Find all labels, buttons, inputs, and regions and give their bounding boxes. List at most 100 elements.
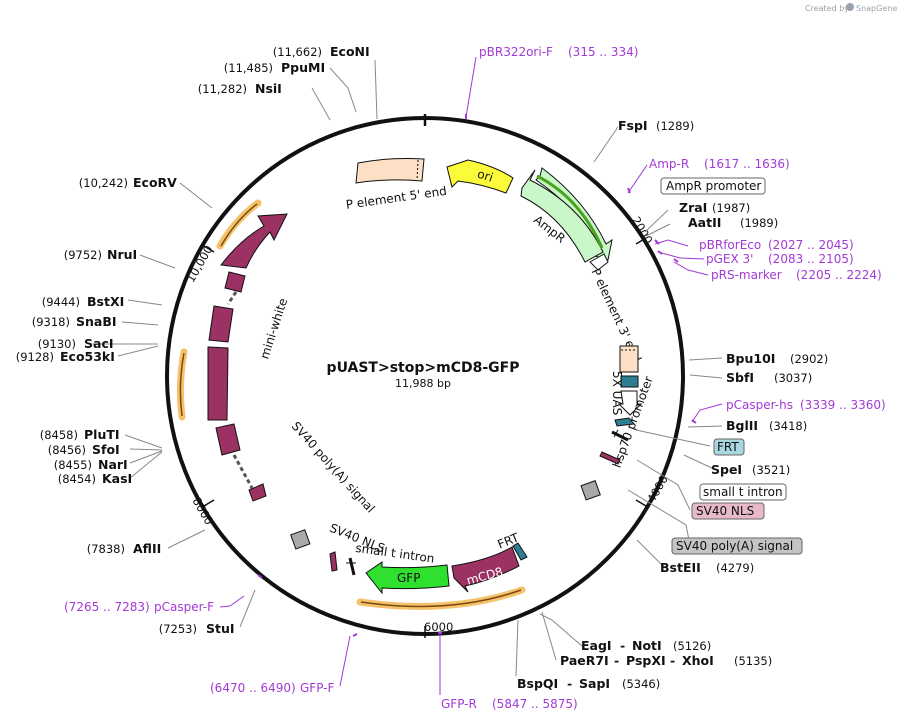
primer-pcasper-hs-range: (3339 .. 3360) — [800, 398, 886, 412]
site-aatii-name[interactable]: AatII — [688, 215, 721, 230]
site-sbfi-name[interactable]: SbfI — [726, 370, 754, 385]
site-kasi-name[interactable]: KasI — [102, 471, 132, 486]
tick-4000 — [635, 499, 647, 507]
ori-feature[interactable] — [446, 159, 514, 194]
primer-marks — [257, 114, 697, 637]
sv40-polya-feature-upper[interactable] — [580, 480, 601, 501]
p5-dash — [416, 159, 419, 181]
small-t-intron-label: small t intron — [355, 541, 436, 566]
site-eco53ki-pos: (9128) — [16, 350, 54, 364]
site-sapi-name[interactable]: SapI — [579, 676, 610, 691]
site-ppumi-pos: (11,485) — [224, 61, 273, 75]
hsp70-promoter-feature[interactable] — [617, 390, 643, 416]
primer-prs-marker-range: (2205 .. 2224) — [796, 268, 882, 282]
site-ecorv-pos: (10,242) — [79, 176, 128, 190]
site-aflii-name[interactable]: AflII — [133, 541, 161, 556]
site-noti-name[interactable]: NotI — [632, 638, 662, 653]
site-nrui-name[interactable]: NruI — [107, 247, 137, 262]
primer-pgex3-name[interactable]: pGEX 3' — [706, 252, 753, 266]
svg-text:FRT: FRT — [717, 440, 739, 454]
uas-feature[interactable] — [620, 375, 639, 388]
site-snabi-pos: (9318) — [32, 315, 70, 329]
site-bstxi-name[interactable]: BstXI — [87, 294, 124, 309]
site-stui-name[interactable]: StuI — [206, 621, 235, 636]
site-bpu10i-name[interactable]: Bpu10I — [726, 351, 775, 366]
tick-label-8000: 8000 — [189, 495, 216, 527]
site-zrai-pos: (1987) — [712, 201, 750, 215]
sv40-polya-feature-gray[interactable] — [290, 529, 311, 550]
gfp-feature[interactable] — [365, 561, 450, 595]
small-t-intron-feature-lower[interactable] — [346, 557, 356, 576]
primer-gfp-f-range: (6470 .. 6490) — [210, 681, 296, 695]
sv40-polya-feature-lower[interactable] — [248, 483, 267, 502]
tick-label-6000: 6000 — [424, 620, 453, 634]
primer-pbr322ori-f-name[interactable]: pBR322ori-F — [479, 45, 553, 59]
ampr-promoter-box[interactable]: AmpR promoter — [660, 177, 766, 195]
site-stui-pos: (7253) — [159, 622, 197, 636]
p-element-5-end-feature[interactable] — [355, 158, 425, 184]
small-t-intron-box[interactable]: small t intron — [699, 483, 787, 501]
site-fspi-pos: (1289) — [656, 119, 694, 133]
site-pluti-name[interactable]: PluTI — [84, 427, 120, 442]
site-sapi-pos: (5346) — [622, 677, 660, 691]
sv40-polya-box[interactable]: SV40 poly(A) signal — [671, 537, 803, 555]
site-ecorv-name[interactable]: EcoRV — [133, 175, 177, 190]
primer-gfp-f-name[interactable]: GFP-F — [300, 681, 335, 695]
plasmid-size: 11,988 bp — [395, 377, 451, 390]
site-paer7i-name[interactable]: PaeR7I — [560, 653, 609, 668]
site-saci-name[interactable]: SacI — [84, 336, 114, 351]
snapgene-brand: SnapGene — [856, 4, 897, 13]
site-econi-pos: (11,662) — [273, 45, 322, 59]
primer-amp-r-name[interactable]: Amp-R — [649, 157, 689, 171]
sv40-nls-box[interactable]: SV40 NLS — [691, 502, 765, 520]
site-fspi-name[interactable]: FspI — [618, 118, 648, 133]
primer-pbrforeco-name[interactable]: pBRforEco — [699, 238, 761, 252]
p-element-3-end-feature[interactable] — [619, 345, 639, 373]
site-bstxi-pos: (9444) — [42, 295, 80, 309]
gfp-label: GFP — [397, 571, 420, 585]
sv40-polya-label: SV40 poly(A) signal — [289, 419, 378, 515]
orf-line-upper — [220, 203, 258, 247]
site-bspqi-name[interactable]: BspQI — [517, 676, 558, 691]
site-ppumi-name[interactable]: PpuMI — [281, 60, 325, 75]
site-pspxi-sep: - — [670, 653, 675, 668]
primer-pcasper-f-range: (7265 .. 7283) — [64, 600, 150, 614]
site-spei-pos: (3521) — [752, 463, 790, 477]
site-spei-name[interactable]: SpeI — [711, 462, 742, 477]
primer-pcasper-hs-name[interactable]: pCasper-hs — [726, 398, 793, 412]
ampr-orf-line — [536, 174, 604, 249]
frt-feature-upper[interactable] — [614, 417, 635, 427]
site-nsii-name[interactable]: NsiI — [255, 81, 282, 96]
primer-pcasper-f-name[interactable]: pCasper-F — [154, 600, 214, 614]
site-bglii-name[interactable]: BglII — [726, 418, 758, 433]
frt-box[interactable]: FRT — [713, 438, 745, 456]
site-bsteii-pos: (4279) — [716, 561, 754, 575]
site-zrai-name[interactable]: ZraI — [679, 200, 707, 215]
site-aatii-pos: (1989) — [740, 216, 778, 230]
primer-gfp-r-name[interactable]: GFP-R — [441, 697, 477, 711]
mini-white-feature[interactable] — [220, 213, 288, 269]
mini-white-exon2 — [224, 271, 246, 293]
site-nari-name[interactable]: NarI — [98, 457, 128, 472]
ampr-promoter-feature[interactable] — [589, 253, 609, 271]
site-sbfi-pos: (3037) — [774, 371, 812, 385]
ampr-feature[interactable] — [520, 169, 604, 263]
site-econi-name[interactable]: EcoNI — [330, 44, 370, 59]
site-sfoi-pos: (8456) — [48, 443, 86, 457]
sv40-nls-feature-lower[interactable] — [329, 551, 338, 572]
primer-leader-lines — [219, 56, 723, 695]
site-sfoi-name[interactable]: SfoI — [92, 442, 120, 457]
sv40-nls-feature-upper[interactable] — [599, 451, 621, 465]
orf-line-bottom — [360, 589, 522, 608]
site-xhoi-name[interactable]: XhoI — [682, 653, 714, 668]
site-bglii-pos: (3418) — [769, 419, 807, 433]
site-pspxi-name[interactable]: PspXI — [626, 653, 666, 668]
site-eco53ki-name[interactable]: Eco53kI — [60, 349, 115, 364]
small-t-intron-feature-upper[interactable] — [611, 429, 629, 442]
frt-feature-lower[interactable] — [512, 542, 528, 561]
site-eagi-name[interactable]: EagI — [581, 638, 612, 653]
site-bsteii-name[interactable]: BstEII — [660, 560, 701, 575]
mcd8-feature[interactable] — [451, 546, 520, 593]
primer-prs-marker-name[interactable]: pRS-marker — [711, 268, 782, 282]
site-snabi-name[interactable]: SnaBI — [76, 314, 117, 329]
